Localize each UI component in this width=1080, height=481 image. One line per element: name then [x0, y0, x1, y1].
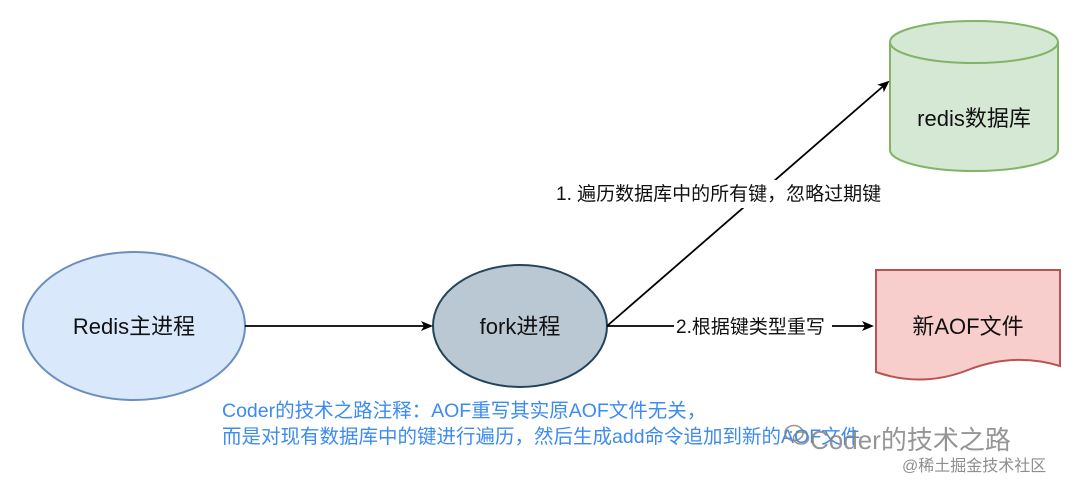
node-new-aof-file: 新AOF文件	[875, 269, 1061, 381]
watermark-source: @稀土掘金技术社区	[902, 458, 1047, 475]
node-redis-database: redis数据库	[889, 20, 1059, 172]
watermark: Coder的技术之路 @稀土掘金技术社区	[784, 418, 1070, 478]
edge-label-traverse: 1. 遍历数据库中的所有键，忽略过期键	[556, 183, 881, 205]
main-process-label: Redis主进程	[73, 314, 195, 339]
wechat-icon	[784, 424, 810, 445]
fork-process-label: fork进程	[480, 314, 561, 339]
database-label: redis数据库	[917, 106, 1031, 131]
node-fork-process: fork进程	[432, 264, 608, 388]
edge-label-rewrite: 2.根据键类型重写	[676, 316, 825, 338]
annotation-note: Coder的技术之路注释：AOF重写其实原AOF文件无关， 而是对现有数据库中的…	[222, 398, 861, 450]
node-redis-main-process: Redis主进程	[22, 251, 246, 401]
rewrite-label-bg	[674, 313, 832, 339]
watermark-title: Coder的技术之路	[810, 425, 1011, 455]
aof-file-label: 新AOF文件	[912, 314, 1023, 339]
traverse-label-bg	[556, 180, 910, 208]
note-line-2: 而是对现有数据库中的键进行遍历，然后生成add命令追加到新的AOF文件	[222, 426, 861, 448]
note-line-1: Coder的技术之路注释：AOF重写其实原AOF文件无关，	[222, 400, 707, 422]
